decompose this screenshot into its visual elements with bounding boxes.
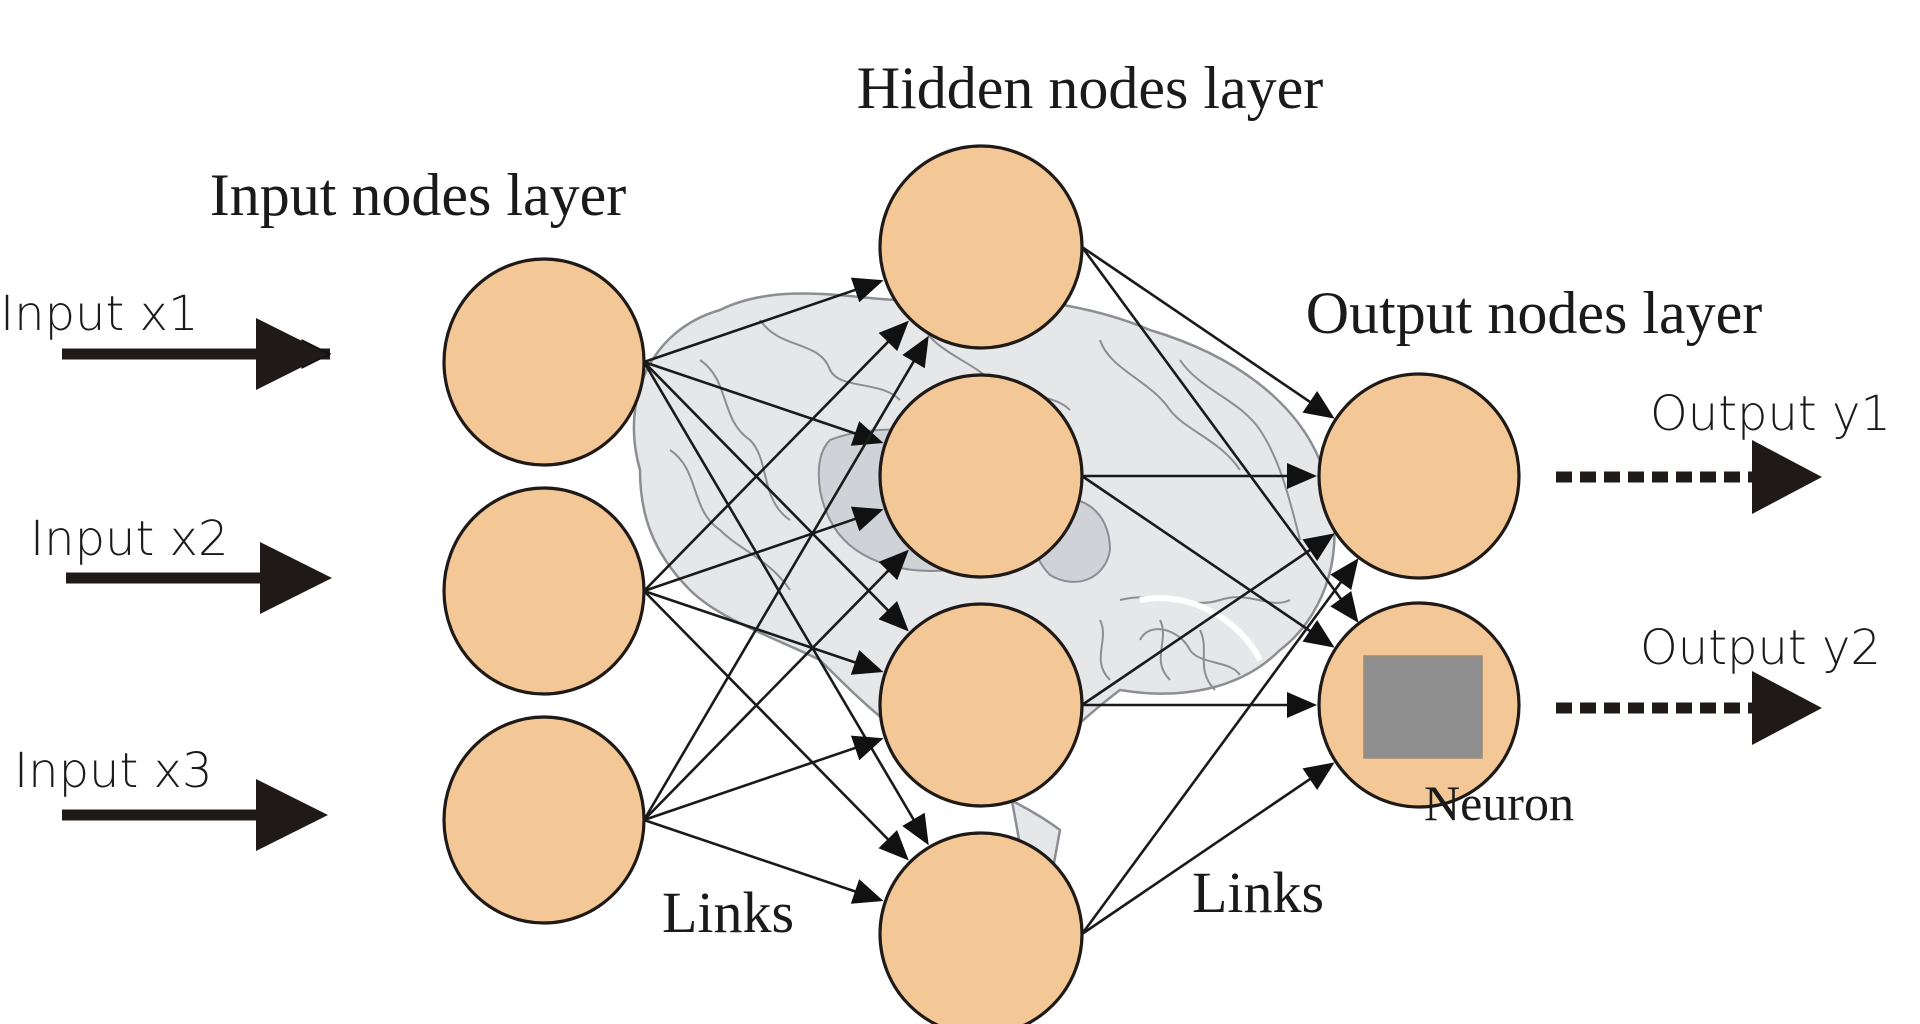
link-arrowhead-l2-1-to-2 xyxy=(1330,590,1359,623)
output-label-y2: Output y2 xyxy=(1640,620,1881,676)
links-group xyxy=(642,245,1359,936)
link-arrowhead-l2-4-to-2 xyxy=(1302,762,1335,790)
input-label-x3: Input x3 xyxy=(14,743,213,799)
link-l1-2-to-1 xyxy=(643,332,898,592)
nodes-group xyxy=(442,144,1521,1024)
input-node-1 xyxy=(442,257,646,467)
input-label-x2: Input x2 xyxy=(30,511,229,567)
link-arrowhead-l2-1-to-1 xyxy=(1302,391,1335,419)
link-l1-3-to-2 xyxy=(643,561,898,821)
link-arrowhead-l1-2-to-3 xyxy=(850,650,884,675)
input-arrow-head-x3 xyxy=(256,779,328,851)
hidden-layer-title: Hidden nodes layer xyxy=(857,55,1324,121)
link-arrowhead-l1-1-to-1 xyxy=(850,277,884,303)
link-arrowhead-l1-3-to-3 xyxy=(850,735,884,761)
input-arrow-head-x1 xyxy=(256,318,328,390)
links-label-left: Links xyxy=(662,880,794,945)
link-l1-1-to-1 xyxy=(643,284,867,364)
link-l2-2-to-2 xyxy=(1081,474,1321,639)
link-arrowhead-l2-3-to-1 xyxy=(1302,533,1335,561)
link-arrowhead-l1-3-to-1 xyxy=(902,335,929,369)
link-l2-4-to-1 xyxy=(1080,571,1349,935)
link-arrowhead-l1-2-to-4 xyxy=(878,830,909,861)
link-arrowhead-l1-2-to-2 xyxy=(850,506,884,532)
input-label-x1: Input x1 xyxy=(0,286,199,342)
input-node-2 xyxy=(442,486,646,696)
link-l2-4-to-2 xyxy=(1081,771,1321,936)
link-l2-3-to-1 xyxy=(1081,542,1321,707)
link-l1-2-to-4 xyxy=(643,590,898,849)
output-arrows xyxy=(1556,440,1822,745)
link-l1-3-to-4 xyxy=(643,818,867,897)
hidden-node-1 xyxy=(878,144,1084,350)
link-l1-1-to-3 xyxy=(643,361,898,620)
neuron-square xyxy=(1363,655,1483,759)
output-node-1 xyxy=(1317,372,1521,580)
link-l1-2-to-2 xyxy=(643,513,867,593)
neuron-label: Neuron xyxy=(1424,775,1574,831)
link-arrowhead-l2-3-to-2 xyxy=(1287,692,1317,718)
input-layer-title: Input nodes layer xyxy=(210,162,627,228)
link-arrowhead-l2-2-to-2 xyxy=(1302,620,1335,648)
link-arrowhead-l1-3-to-4 xyxy=(850,879,884,904)
output-layer-title: Output nodes layer xyxy=(1306,280,1763,346)
output-label-y1: Output y1 xyxy=(1650,386,1891,442)
link-arrowhead-l1-2-to-1 xyxy=(878,320,909,352)
link-arrowhead-l1-3-to-2 xyxy=(878,549,909,581)
link-arrowhead-l2-2-to-1 xyxy=(1287,463,1317,489)
output-arrow-head-y2 xyxy=(1752,671,1822,745)
input-arrow-head-x2 xyxy=(260,542,332,614)
link-l2-1-to-1 xyxy=(1081,245,1321,410)
link-l1-3-to-1 xyxy=(642,350,921,821)
hidden-node-3 xyxy=(878,602,1084,808)
link-l1-1-to-2 xyxy=(643,360,867,439)
links-label-right: Links xyxy=(1192,860,1324,925)
hidden-node-2 xyxy=(878,373,1084,579)
output-arrow-head-y1 xyxy=(1752,440,1822,514)
link-l2-1-to-2 xyxy=(1080,246,1349,610)
input-node-3 xyxy=(442,715,646,925)
input-arrows xyxy=(62,318,332,851)
link-l1-1-to-4 xyxy=(642,361,921,831)
link-arrowhead-l1-1-to-4 xyxy=(902,812,929,846)
link-l1-3-to-3 xyxy=(643,742,867,822)
link-arrowhead-l1-1-to-3 xyxy=(878,601,909,632)
hidden-node-4 xyxy=(878,831,1084,1024)
link-arrowhead-l2-4-to-1 xyxy=(1330,558,1359,591)
link-arrowhead-l1-1-to-2 xyxy=(850,421,884,446)
